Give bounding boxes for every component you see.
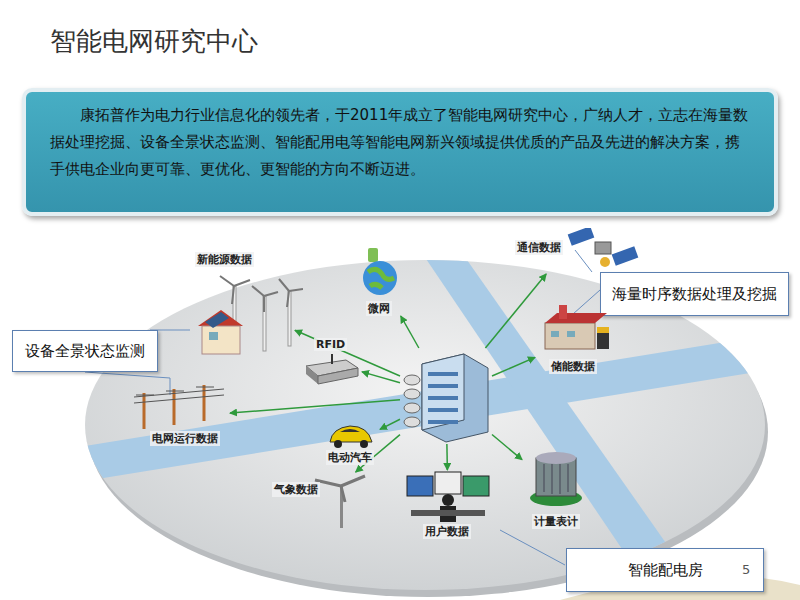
- data-arrow: [446, 444, 448, 470]
- callout-text: 海量时序数据处理及挖掘: [612, 285, 777, 304]
- data-source-node: 电网运行数据: [130, 385, 230, 449]
- sat-icon: [565, 228, 641, 268]
- intro-panel: 康拓普作为电力行业信息化的领先者，于2011年成立了智能电网研究中心，广纳人才，…: [22, 88, 778, 216]
- data-arrow: [230, 400, 400, 413]
- data-source-node: [400, 348, 492, 444]
- data-arrow: [295, 330, 400, 376]
- globe-icon: [350, 246, 410, 298]
- users-icon: [405, 470, 493, 524]
- leader-line: [500, 530, 565, 565]
- node-label: 电动汽车: [326, 450, 374, 465]
- node-label: 电网运行数据: [150, 431, 220, 446]
- data-source-node: 电动汽车: [322, 420, 380, 468]
- data-arrow: [401, 316, 419, 348]
- leader-line: [575, 250, 592, 272]
- node-label: 气象数据: [272, 482, 320, 497]
- data-arrow: [492, 357, 535, 376]
- weather-icon: [312, 472, 372, 532]
- car-icon: [326, 420, 378, 450]
- roads: [60, 250, 800, 600]
- data-arrow: [492, 435, 522, 460]
- data-arrow: [485, 274, 546, 348]
- callout-box: 海量时序数据处理及挖掘: [600, 272, 789, 316]
- node-label: RFID: [314, 338, 347, 351]
- data-source-node: 用户数据: [403, 470, 493, 540]
- page-number: 5: [742, 562, 750, 577]
- leader-line: [85, 372, 170, 378]
- rfid-icon: [302, 354, 362, 386]
- wind-icon: [193, 266, 303, 356]
- callout-box: 设备全景状态监测: [12, 330, 158, 372]
- node-label: 微网: [366, 301, 392, 316]
- node-label: 用户数据: [423, 524, 471, 539]
- node-label: 储能数据: [549, 359, 597, 374]
- node-label: 新能源数据: [195, 252, 254, 267]
- poles-icon: [134, 385, 226, 431]
- data-source-node: 通信数据: [505, 222, 630, 274]
- data-arrow: [362, 372, 400, 383]
- slide-title: 智能电网研究中心: [50, 24, 258, 59]
- leader-line: [170, 378, 171, 395]
- node-label: 通信数据: [515, 240, 563, 255]
- intro-text: 康拓普作为电力行业信息化的领先者，于2011年成立了智能电网研究中心，广纳人才，…: [50, 102, 750, 183]
- meter-icon: [526, 448, 588, 508]
- data-source-node: 微网: [350, 246, 412, 316]
- data-source-node: RFID: [300, 338, 362, 388]
- store-icon: [537, 305, 613, 351]
- node-label: 计量表计: [532, 514, 580, 529]
- data-arrow: [380, 419, 400, 429]
- callout-box: 智能配电房: [566, 548, 764, 592]
- data-source-node: 计量表计: [522, 448, 592, 530]
- callout-text: 设备全景状态监测: [25, 342, 145, 361]
- callout-text: 智能配电房: [628, 561, 703, 580]
- data-source-node: 储能数据: [535, 305, 615, 375]
- data-source-node: 气象数据: [272, 472, 368, 532]
- data-source-node: 新能源数据: [165, 252, 295, 352]
- hub-icon: [402, 350, 492, 444]
